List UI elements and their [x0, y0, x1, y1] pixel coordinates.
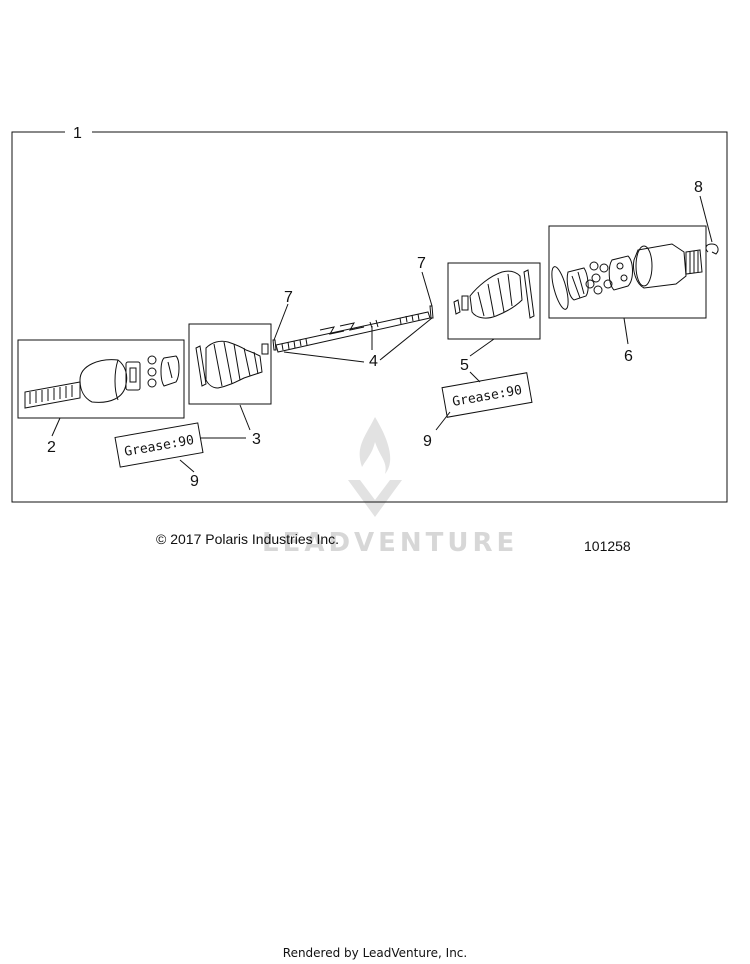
- callout-4: 4: [369, 353, 378, 370]
- callout-9-left: 9: [190, 473, 199, 490]
- assembly-frame: [11, 131, 728, 503]
- callout-2: 2: [47, 439, 56, 456]
- leadventure-logo-icon: [348, 417, 402, 517]
- callout-7-left: 7: [284, 289, 293, 306]
- grease-label-left-box: [114, 422, 204, 468]
- leader-grease-right-9: [435, 411, 451, 431]
- inner-joint-part: [551, 243, 703, 310]
- callout-6: 6: [624, 348, 633, 365]
- outer-boot-part: [195, 340, 269, 389]
- leader-2: [51, 417, 61, 437]
- callout-1: 1: [73, 125, 82, 142]
- axle-shaft-part: [275, 311, 431, 353]
- inner-boot-part: [453, 269, 535, 319]
- callout-3: 3: [252, 431, 261, 448]
- clip-right-part: [429, 305, 434, 319]
- leader-4a: [283, 351, 365, 363]
- leader-3: [239, 404, 251, 431]
- callout-7-right: 7: [417, 255, 426, 272]
- rendered-by-footer: Rendered by LeadVenture, Inc.: [282, 946, 468, 960]
- retaining-ring-part: [705, 243, 719, 255]
- copyright-text: © 2017 Polaris Industries Inc.: [156, 531, 340, 547]
- outer-boot-box: [188, 323, 272, 405]
- leader-4b: [379, 317, 433, 361]
- leader-grease-right-5: [469, 371, 481, 383]
- leader-7-right: [421, 271, 433, 307]
- callout-8: 8: [694, 179, 703, 196]
- drawing-number: 101258: [584, 538, 631, 554]
- clip-left-part: [272, 339, 277, 351]
- outer-joint-box: [17, 339, 185, 419]
- leader-grease-left-9: [179, 459, 195, 473]
- leader-6: [623, 317, 629, 345]
- grease-label-right-box: [441, 372, 533, 418]
- leader-7-left: [273, 303, 289, 341]
- outer-joint-part: [24, 355, 180, 409]
- leader-8: [699, 195, 713, 243]
- callout-5: 5: [460, 357, 469, 374]
- callout-9-right: 9: [423, 433, 432, 450]
- watermark-text: LEADVENTURE: [262, 528, 519, 558]
- inner-joint-box: [548, 225, 707, 319]
- leader-5: [469, 338, 495, 357]
